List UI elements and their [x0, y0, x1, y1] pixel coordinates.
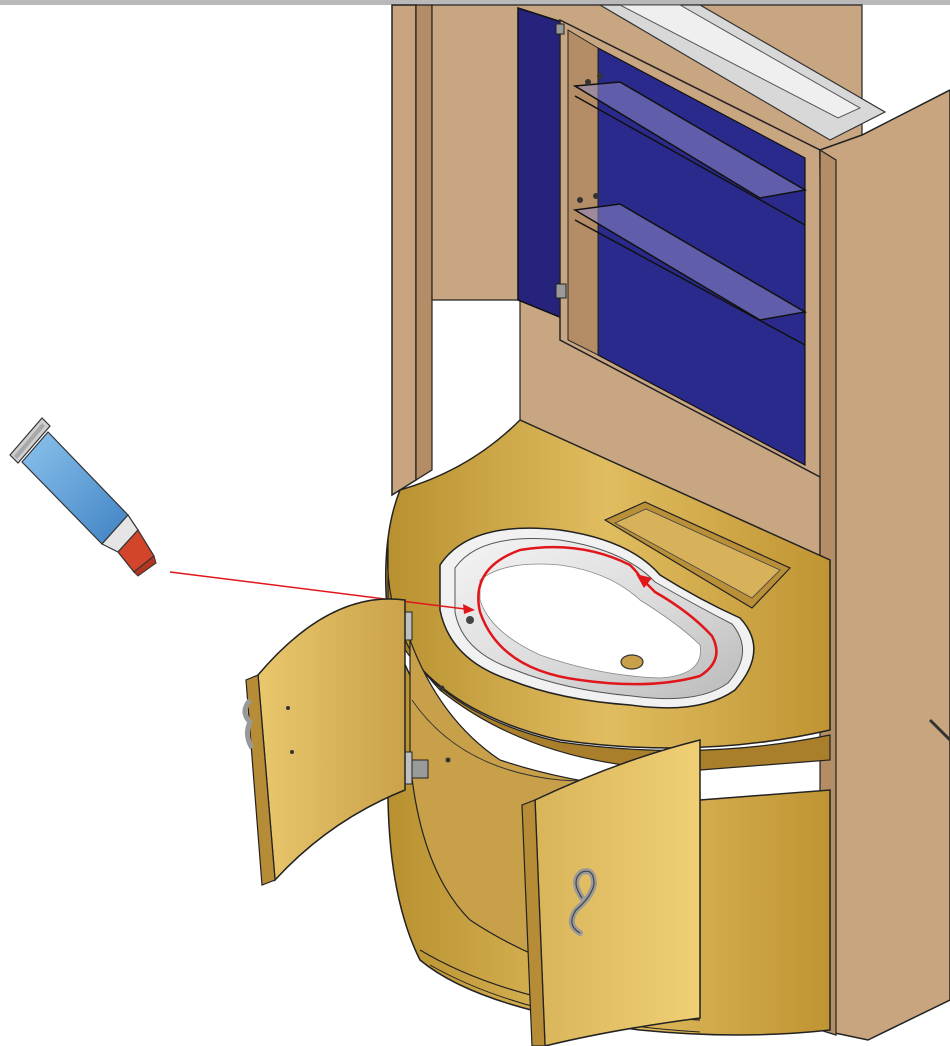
cabinet-door-left: [257, 598, 406, 882]
top-border: [0, 0, 950, 5]
sealant-leader-line: [169, 571, 474, 611]
drain-hole: [620, 654, 644, 670]
sink-basin: [439, 527, 755, 709]
left-side-panel: [391, 4, 417, 497]
cabinet-door-right: [534, 739, 701, 1046]
right-side-panel: [819, 89, 950, 1041]
mirror-door-back: [517, 6, 563, 320]
sealant-arrow-head: [636, 574, 652, 588]
sealant-tube-icon: [9, 417, 157, 577]
glass-shelf: [572, 81, 808, 346]
sealant-bead-path: [477, 545, 642, 613]
